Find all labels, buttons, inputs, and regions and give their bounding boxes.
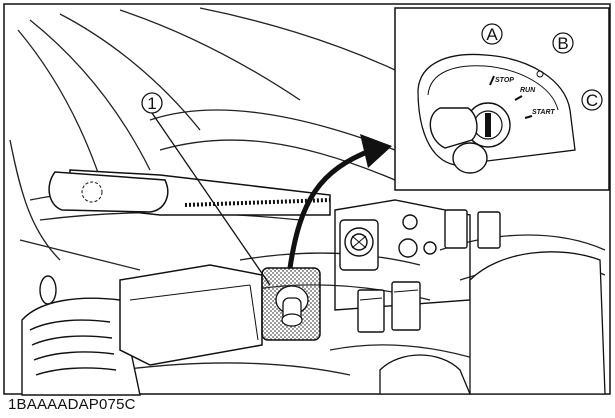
inset-detail: STOP RUN START A B C <box>394 7 610 191</box>
instrument-panel <box>334 199 501 333</box>
callout-1-number: 1 <box>147 94 156 113</box>
curved-arrow <box>287 134 392 269</box>
callout-1-leader: 1 <box>141 92 271 286</box>
label-b-circle <box>552 32 574 54</box>
label-b: B <box>557 34 568 53</box>
switch-cover <box>119 264 263 366</box>
key-run-label: RUN <box>520 87 536 94</box>
label-a: A <box>486 25 498 44</box>
figure-code: 1BAAAADAP075C <box>8 396 136 413</box>
label-c: C <box>586 91 598 110</box>
key-switch <box>261 267 321 341</box>
label-c-circle <box>581 89 603 111</box>
callout-1-circle <box>141 92 163 114</box>
key-stop-label: STOP <box>495 77 514 84</box>
label-a-circle <box>481 23 503 45</box>
hand-lever <box>48 169 331 216</box>
operator-hand-area <box>379 251 606 395</box>
key-start-label: START <box>532 109 555 116</box>
lever-boot <box>21 275 141 396</box>
